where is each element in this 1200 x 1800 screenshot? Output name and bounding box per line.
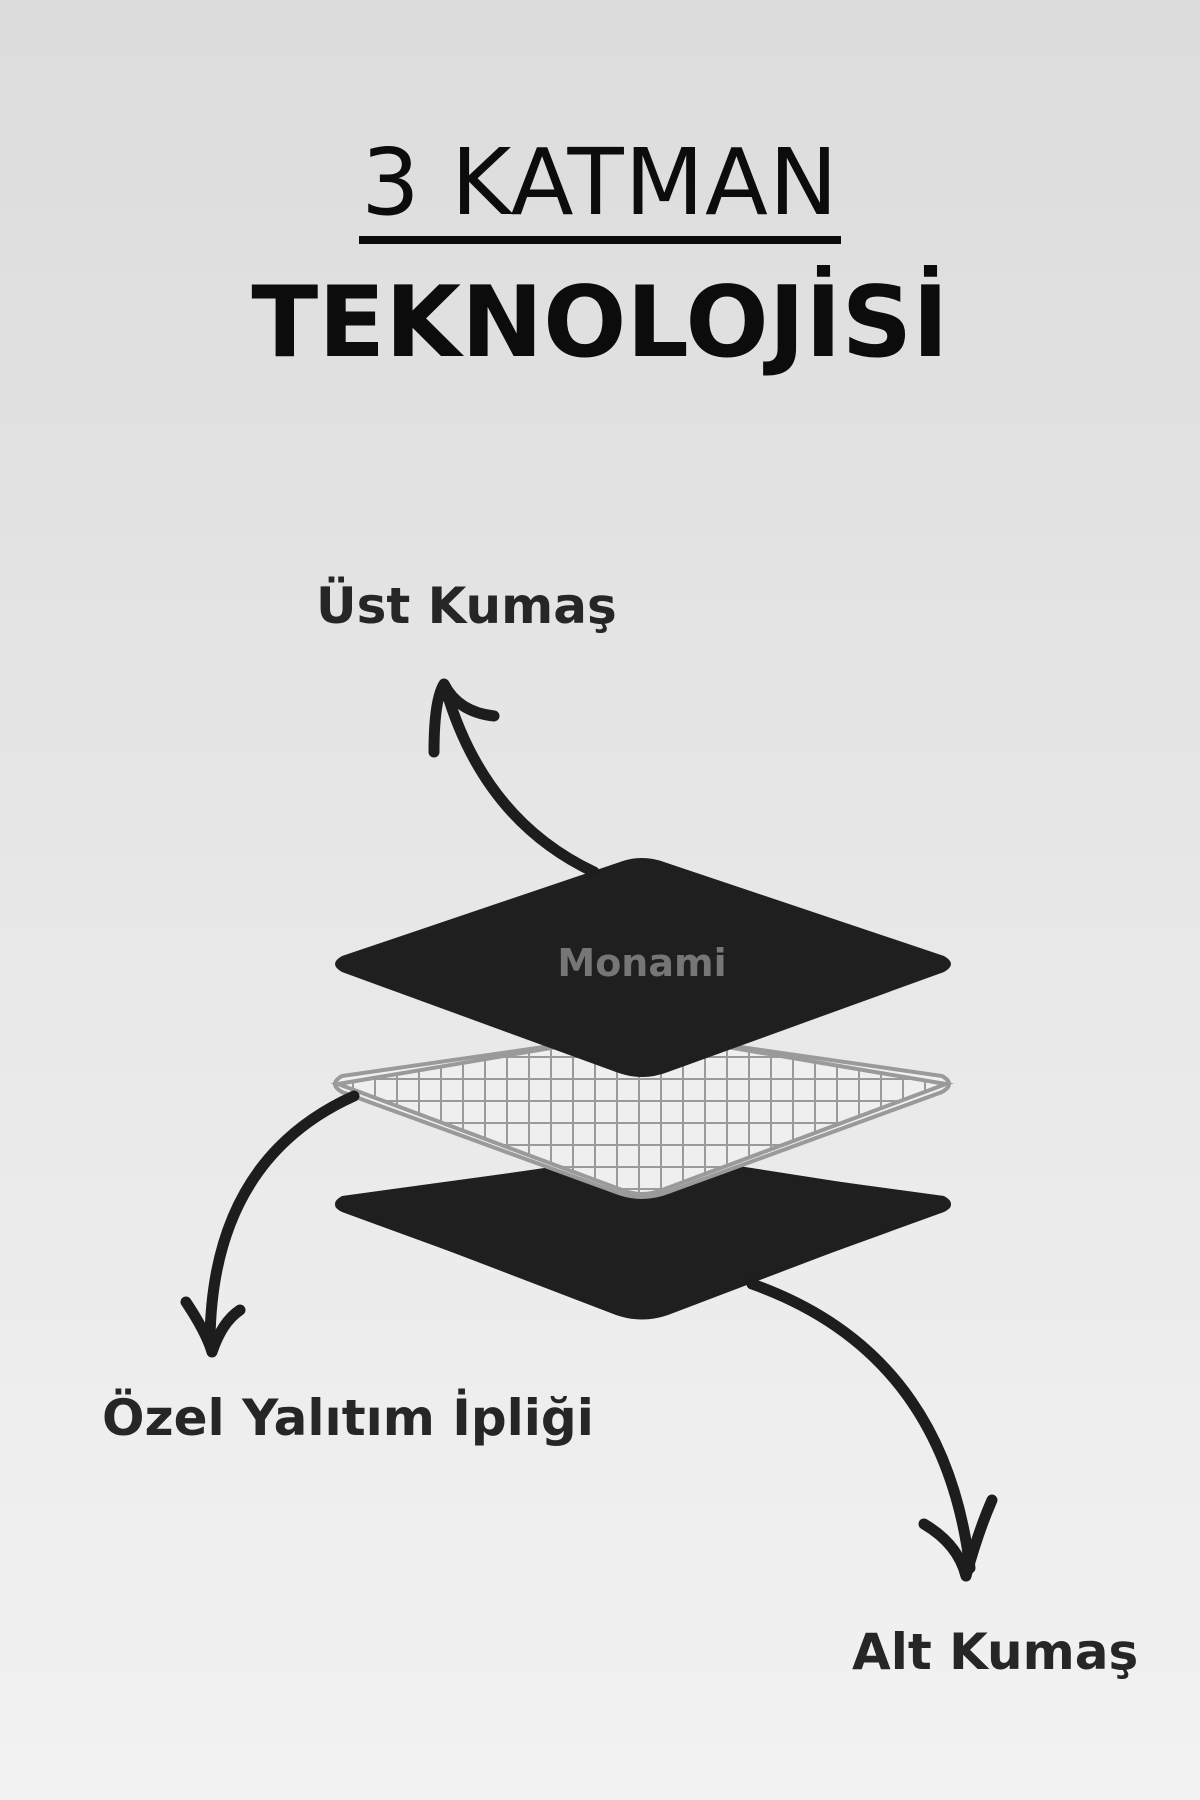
- label-top-fabric: Üst Kumaş: [316, 577, 617, 635]
- title-line-2: TEKNOLOJİSİ: [251, 266, 949, 380]
- title-line-1: 3 KATMAN: [0, 128, 1200, 244]
- middle-mesh-layer: [330, 1030, 954, 1199]
- label-bottom-fabric: Alt Kumaş: [852, 1623, 1139, 1681]
- top-layer-shape: [335, 858, 951, 1077]
- brand-logo-text: Monami: [557, 941, 726, 985]
- title-line-1-text: 3 KATMAN: [359, 134, 841, 244]
- bottom-layer-body: [335, 1153, 951, 1320]
- arrow-top: [428, 678, 600, 878]
- arrow-middle: [180, 1090, 360, 1358]
- label-insulation-yarn: Özel Yalıtım İpliği: [102, 1389, 594, 1447]
- arrow-bottom: [746, 1278, 998, 1582]
